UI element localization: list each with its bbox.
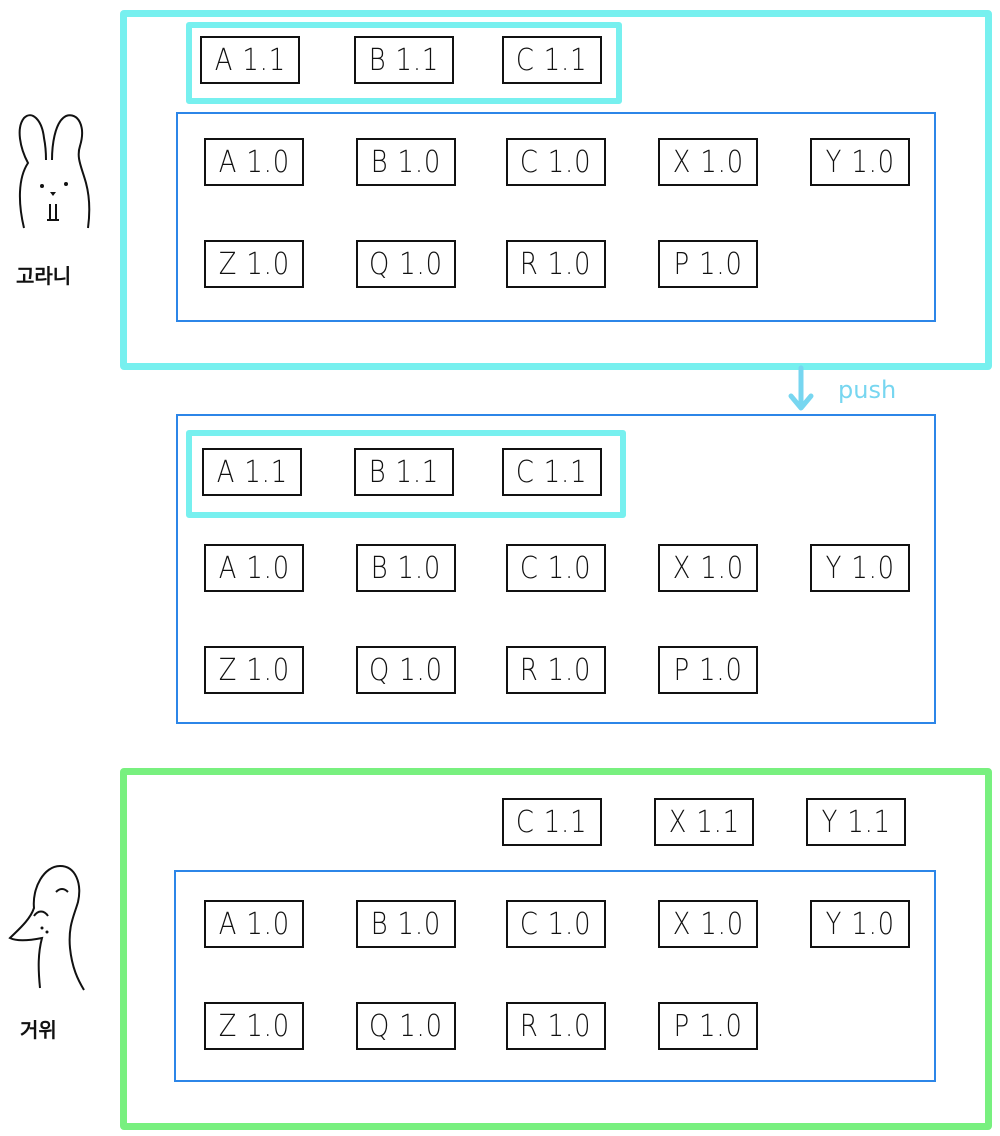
module-version-label: Y 1.1	[821, 804, 891, 840]
goose-icon	[8, 864, 85, 991]
goose-remote-repo-box	[174, 870, 936, 1082]
module-version-label: A 1.0	[218, 550, 290, 586]
module-version-box: Y 1.0	[810, 138, 910, 186]
module-version-label: R 1.0	[520, 1008, 592, 1044]
rabbit-name-label: 고라니	[16, 264, 72, 288]
module-version-box: C 1.1	[502, 448, 602, 496]
module-version-label: Q 1.0	[369, 1008, 443, 1044]
module-version-label: C 1.1	[516, 804, 588, 840]
module-version-label: B 1.0	[370, 550, 442, 586]
rabbit-local-repo	[120, 10, 992, 370]
module-version-label: Z 1.0	[218, 246, 290, 282]
module-version-box: Q 1.0	[356, 1002, 456, 1050]
module-version-label: B 1.1	[368, 454, 440, 490]
goose-local-repo	[120, 768, 992, 1130]
module-version-box: B 1.0	[356, 544, 456, 592]
module-version-label: X 1.1	[668, 804, 740, 840]
module-version-box: B 1.1	[354, 36, 454, 84]
module-version-label: A 1.1	[214, 42, 286, 78]
pushed-changes-group	[186, 430, 626, 518]
module-version-box: R 1.0	[506, 1002, 606, 1050]
module-version-label: R 1.0	[520, 246, 592, 282]
module-version-label: B 1.1	[368, 42, 440, 78]
module-version-box: C 1.0	[506, 138, 606, 186]
module-version-box: Q 1.0	[356, 240, 456, 288]
module-version-box: C 1.0	[506, 544, 606, 592]
module-version-label: Y 1.0	[825, 906, 895, 942]
module-version-box: B 1.1	[354, 448, 454, 496]
remote-repo-box	[176, 112, 936, 322]
module-version-box: X 1.0	[658, 138, 758, 186]
module-version-box: B 1.0	[356, 138, 456, 186]
module-version-label: Y 1.0	[825, 550, 895, 586]
module-version-box: Y 1.0	[810, 900, 910, 948]
module-version-box: A 1.0	[204, 138, 304, 186]
module-version-box: A 1.0	[204, 544, 304, 592]
module-version-label: B 1.0	[370, 144, 442, 180]
goose-name-label: 거위	[20, 1018, 57, 1042]
push-arrow-icon	[788, 365, 814, 411]
module-version-box: X 1.0	[658, 544, 758, 592]
module-version-label: X 1.0	[672, 906, 744, 942]
module-version-box: A 1.0	[204, 900, 304, 948]
module-version-label: C 1.0	[520, 906, 592, 942]
module-version-label: C 1.1	[516, 454, 588, 490]
module-version-label: Z 1.0	[218, 1008, 290, 1044]
module-version-label: P 1.0	[673, 1008, 743, 1044]
module-version-label: P 1.0	[673, 652, 743, 688]
module-version-box: X 1.0	[658, 900, 758, 948]
module-version-box: P 1.0	[658, 240, 758, 288]
module-version-label: C 1.0	[520, 550, 592, 586]
staged-changes-group	[186, 22, 622, 104]
module-version-label: C 1.0	[520, 144, 592, 180]
module-version-label: A 1.0	[218, 906, 290, 942]
module-version-label: X 1.0	[672, 550, 744, 586]
module-version-label: Z 1.0	[218, 652, 290, 688]
push-label: push	[838, 376, 897, 404]
module-version-label: A 1.0	[218, 144, 290, 180]
module-version-box: C 1.0	[506, 900, 606, 948]
module-version-label: P 1.0	[673, 246, 743, 282]
module-version-box: Y 1.1	[806, 798, 906, 846]
module-version-box: B 1.0	[356, 900, 456, 948]
remote-repo-after-push	[176, 414, 936, 724]
module-version-box: X 1.1	[654, 798, 754, 846]
module-version-box: A 1.1	[202, 448, 302, 496]
module-version-box: P 1.0	[658, 1002, 758, 1050]
module-version-box: Z 1.0	[204, 646, 304, 694]
module-version-label: B 1.0	[370, 906, 442, 942]
module-version-box: Z 1.0	[204, 240, 304, 288]
module-version-box: Z 1.0	[204, 1002, 304, 1050]
module-version-label: R 1.0	[520, 652, 592, 688]
rabbit-icon	[18, 114, 91, 229]
module-version-box: R 1.0	[506, 646, 606, 694]
module-version-label: Y 1.0	[825, 144, 895, 180]
module-version-box: R 1.0	[506, 240, 606, 288]
module-version-box: C 1.1	[502, 798, 602, 846]
module-version-label: Q 1.0	[369, 246, 443, 282]
module-version-label: A 1.1	[216, 454, 288, 490]
module-version-label: X 1.0	[672, 144, 744, 180]
module-version-box: Y 1.0	[810, 544, 910, 592]
module-version-box: C 1.1	[502, 36, 602, 84]
module-version-label: C 1.1	[516, 42, 588, 78]
module-version-box: Q 1.0	[356, 646, 456, 694]
module-version-box: P 1.0	[658, 646, 758, 694]
module-version-box: A 1.1	[200, 36, 300, 84]
module-version-label: Q 1.0	[369, 652, 443, 688]
